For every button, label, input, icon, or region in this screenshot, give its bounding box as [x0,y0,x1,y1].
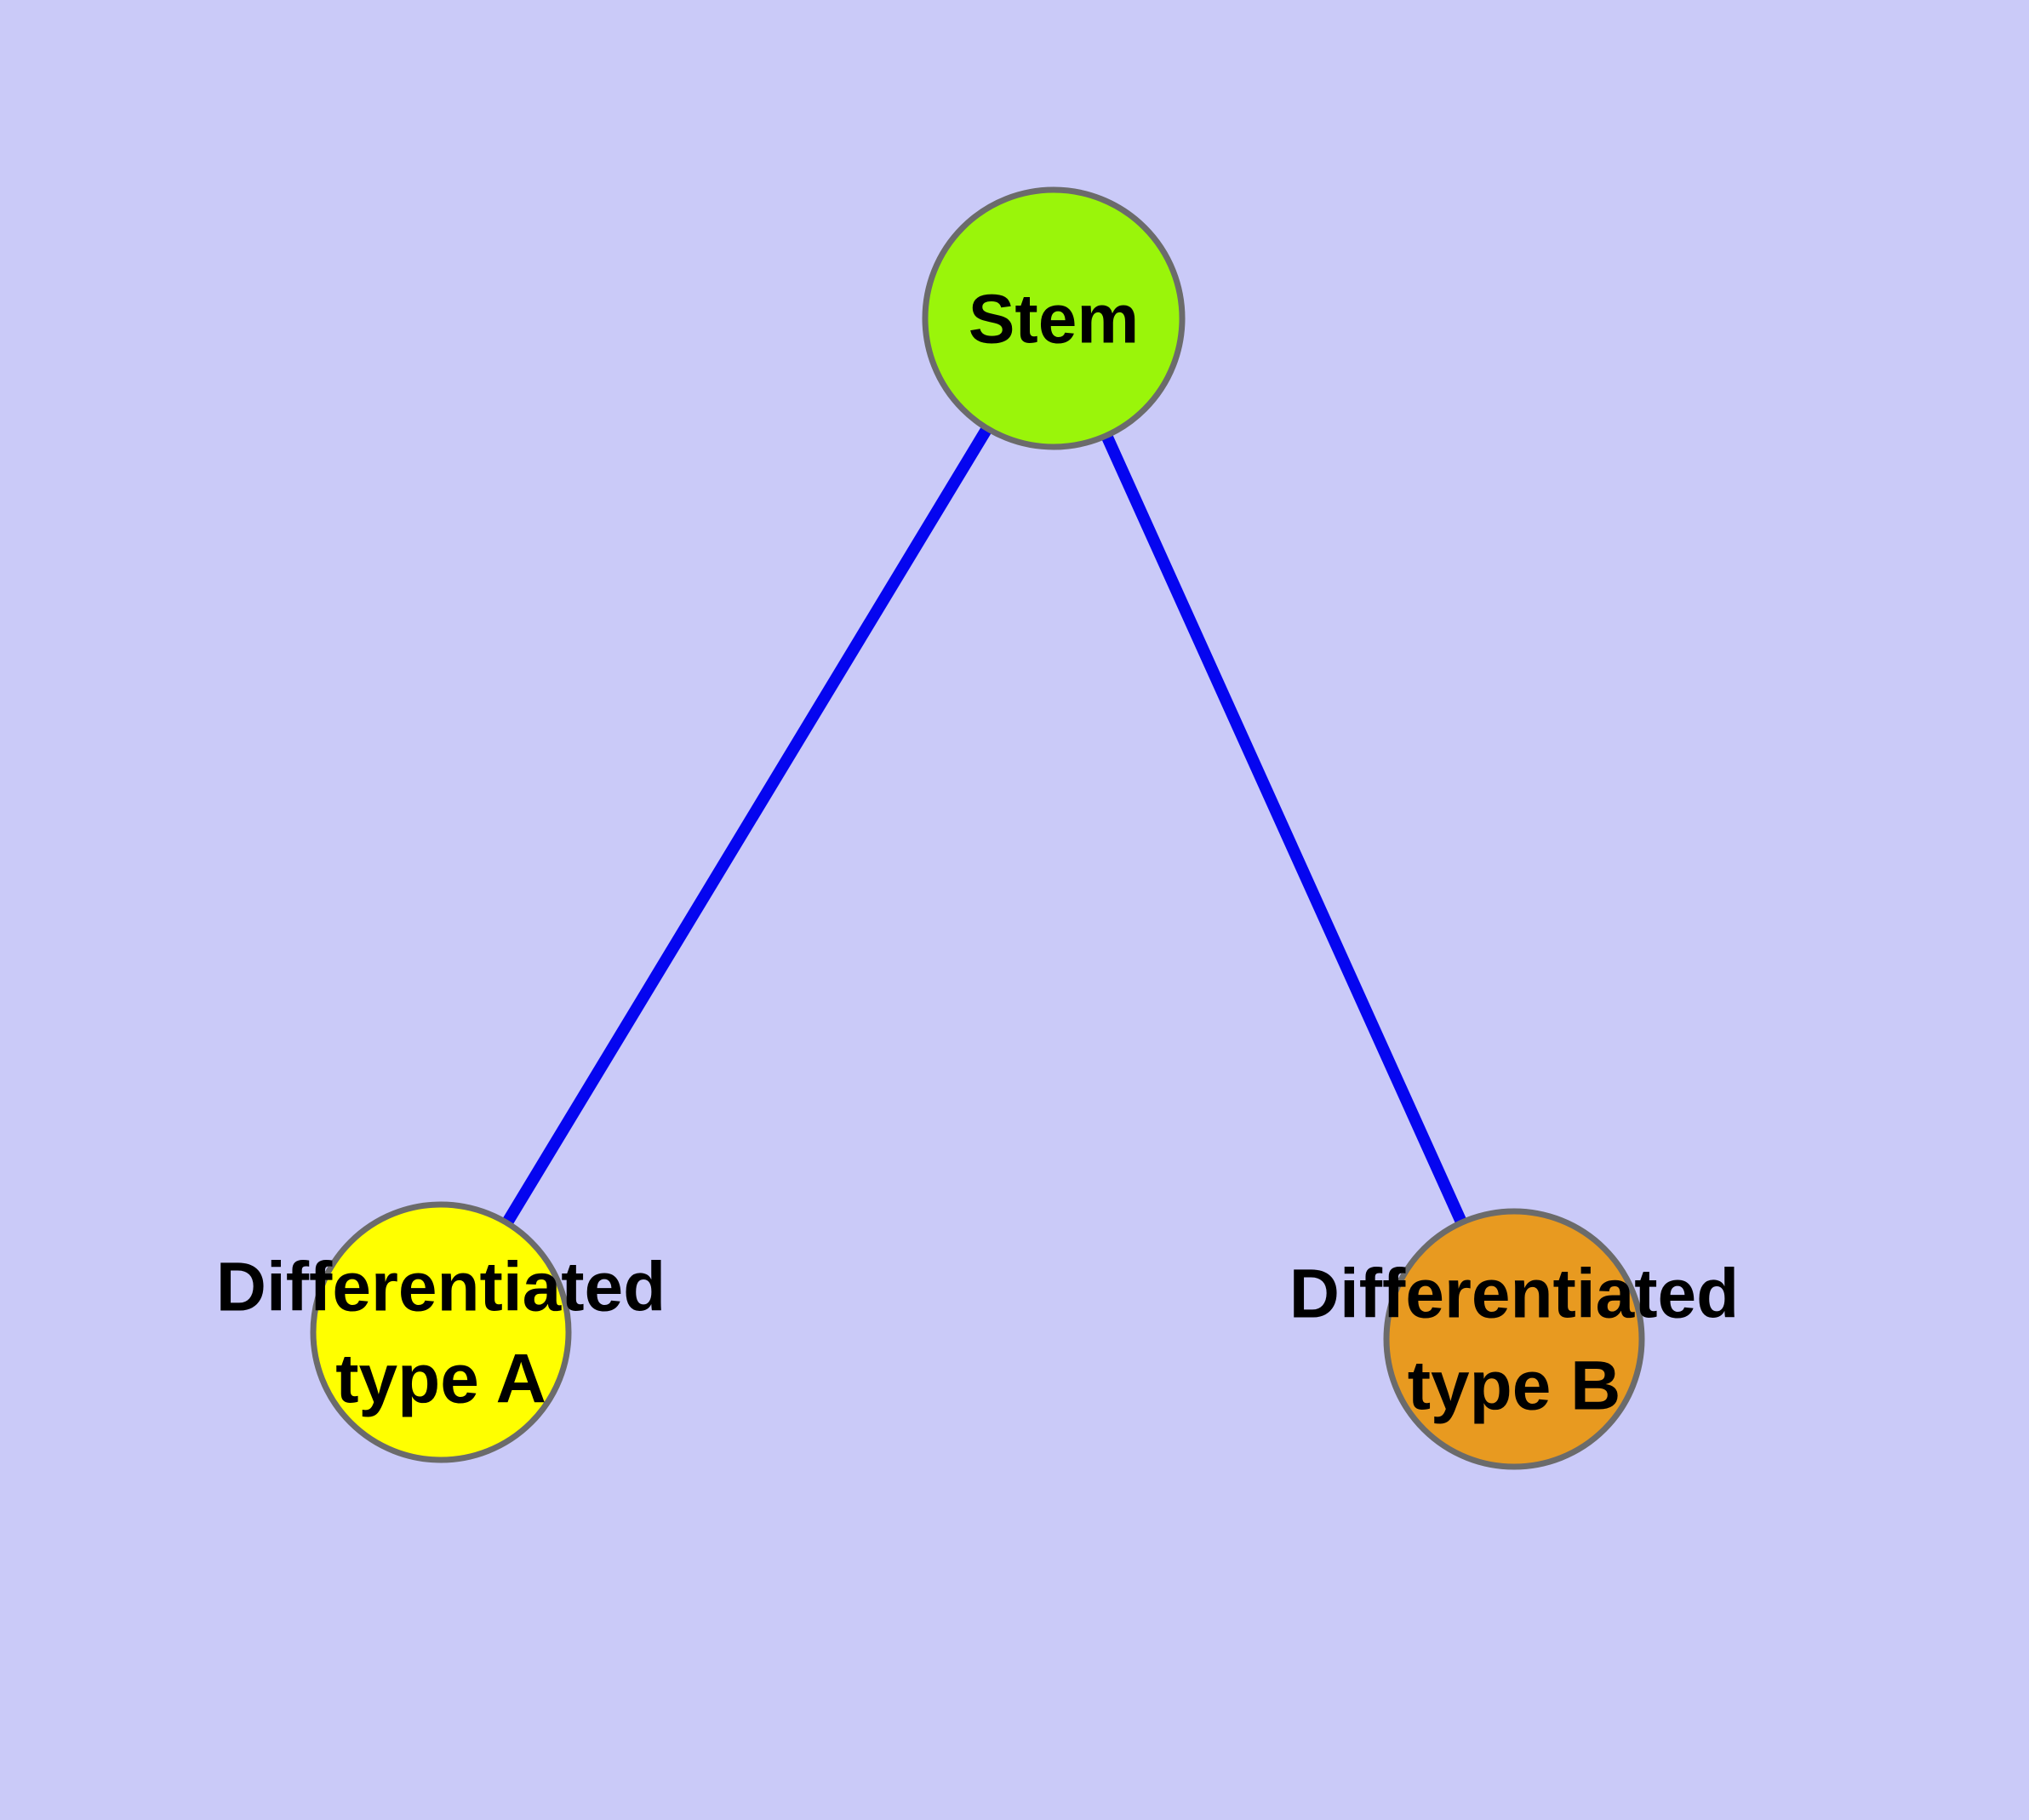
node-differentiated-type-b [1383,1208,1645,1470]
node-labels: Stem Differentiated type A Differentiate… [216,281,1740,1425]
node-stem [922,186,1186,450]
edge-stem-to-differentiated-type-b [1048,316,1520,1342]
nodes [310,186,1645,1470]
node-differentiated-type-b-label-line-2: type B [1408,1348,1621,1425]
node-differentiated-type-a [310,1201,572,1463]
edges [436,315,1520,1342]
node-differentiated-type-a-label-line-1: Differentiated [216,1249,666,1326]
node-differentiated-type-a-label-line-2: type A [335,1341,546,1418]
edge-stem-to-differentiated-type-a [436,315,1059,1336]
node-stem-label: Stem [969,281,1140,358]
node-differentiated-type-b-label-line-1: Differentiated [1289,1256,1740,1333]
